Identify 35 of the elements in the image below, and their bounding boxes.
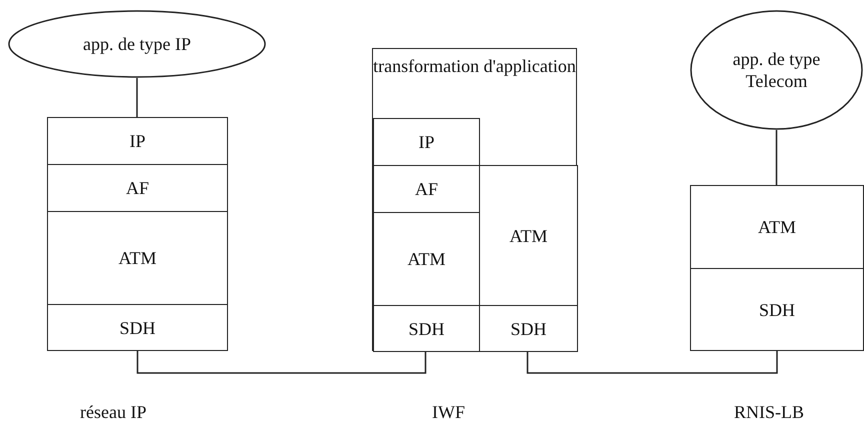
layer-label: IP xyxy=(418,131,434,153)
layer-label: ATM xyxy=(758,216,796,238)
layer-label: transformation d'application xyxy=(373,55,576,77)
layer-label: SDH xyxy=(510,318,546,340)
layer-label: ATM xyxy=(407,248,446,270)
application-ellipse xyxy=(8,10,266,78)
protocol-layer-box xyxy=(690,268,864,351)
protocol-layer-box xyxy=(690,185,864,269)
protocol-layer-box xyxy=(47,304,228,351)
connector-line xyxy=(526,351,778,374)
protocol-layer-box xyxy=(479,305,578,352)
layer-label: ATM xyxy=(118,247,156,269)
layer-label: IP xyxy=(129,130,146,152)
protocol-layer-box xyxy=(373,118,480,166)
layer-label: app. de type IP xyxy=(83,33,191,55)
function-box xyxy=(372,48,577,351)
connector-line xyxy=(136,351,426,374)
layer-label: app. de type Telecom xyxy=(732,48,822,92)
layer-label: AF xyxy=(126,177,149,199)
protocol-layer-box xyxy=(47,117,228,165)
layer-label: ATM xyxy=(509,224,548,246)
layer-label: SDH xyxy=(758,298,795,320)
layer-label: AF xyxy=(414,178,438,200)
connector-line xyxy=(136,78,138,117)
layer-label: SDH xyxy=(119,316,156,338)
connector-line xyxy=(776,130,778,185)
protocol-layer-box xyxy=(47,164,228,212)
layer-label: SDH xyxy=(408,318,444,340)
network-label: réseau IP xyxy=(80,402,146,423)
protocol-layer-box xyxy=(479,165,578,306)
network-label: IWF xyxy=(432,402,465,423)
application-ellipse xyxy=(690,10,863,130)
protocol-layer-box xyxy=(47,211,228,305)
network-label: RNIS-LB xyxy=(734,402,804,423)
protocol-layer-box xyxy=(373,305,480,352)
